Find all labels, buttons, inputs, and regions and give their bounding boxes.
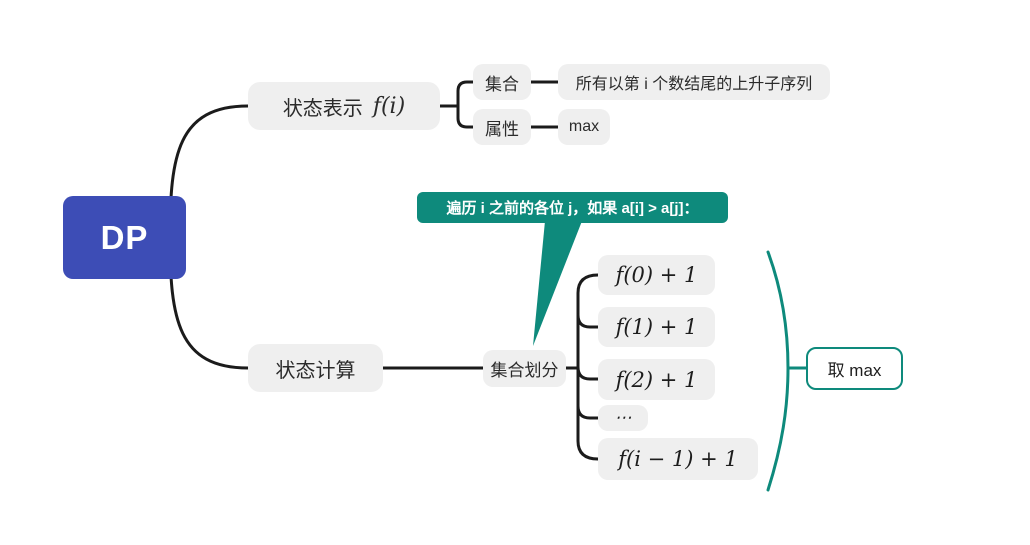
node-state-calculation[interactable]: 状态计算 xyxy=(248,344,383,392)
brace xyxy=(766,250,790,492)
edge-case3 xyxy=(576,404,600,420)
callout-tail xyxy=(533,221,582,346)
node-case-fi-1[interactable]: f(i − 1) + 1 xyxy=(598,438,758,480)
node-case-f0[interactable]: f(0) + 1 xyxy=(598,255,715,295)
node-state-representation[interactable]: 状态表示 f(i) xyxy=(248,82,440,130)
node-set-division[interactable]: 集合划分 xyxy=(483,350,566,387)
node-case-f1[interactable]: f(1) + 1 xyxy=(598,307,715,347)
edge-case1 xyxy=(576,313,600,329)
node-property-value[interactable]: max xyxy=(558,109,610,145)
root-node-dp[interactable]: DP xyxy=(63,196,186,279)
callout-traverse-note[interactable]: 遍历 i 之前的各位 j，如果 a[i] > a[j]： xyxy=(417,192,728,223)
node-case-ellipsis[interactable]: ⋯ xyxy=(598,405,648,431)
state-representation-formula: f(i) xyxy=(372,93,406,119)
node-take-max[interactable]: 取 max xyxy=(806,347,903,390)
edge-cases-trunk xyxy=(576,273,600,461)
node-set[interactable]: 集合 xyxy=(473,64,531,100)
node-case-f2[interactable]: f(2) + 1 xyxy=(598,359,715,400)
state-representation-label: 状态表示 xyxy=(282,97,363,120)
edge-case2 xyxy=(576,365,600,381)
edge-repr-bracket xyxy=(456,80,475,129)
node-set-description[interactable]: 所有以第 i 个数结尾的上升子序列 xyxy=(558,64,830,100)
node-property[interactable]: 属性 xyxy=(473,109,531,145)
